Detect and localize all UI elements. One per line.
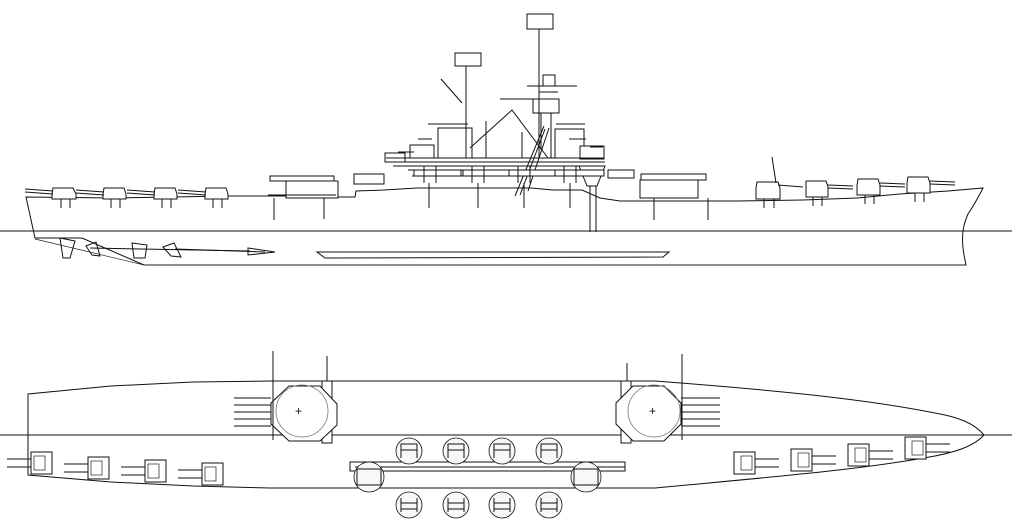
profile-propeller-group bbox=[35, 237, 276, 259]
plan-deck-outline bbox=[27, 380, 985, 489]
profile-lower-hull-line bbox=[34, 238, 966, 266]
plan-deck-mounts bbox=[353, 437, 602, 519]
profile-forward-platform bbox=[607, 169, 709, 220]
profile-superstructure bbox=[384, 13, 606, 232]
svg-text:+: + bbox=[295, 404, 302, 418]
plan-aft-secondary-turrets bbox=[7, 451, 224, 486]
profile-forward-turrets bbox=[755, 156, 956, 208]
svg-text:+: + bbox=[649, 404, 656, 418]
plan-view: + + bbox=[7, 351, 985, 519]
profile-hull-outline bbox=[25, 187, 984, 266]
profile-view bbox=[24, 13, 984, 266]
plan-forward-secondary-turrets bbox=[733, 436, 950, 475]
profile-midship-mounts bbox=[413, 166, 605, 208]
plan-center-deck bbox=[349, 461, 626, 472]
profile-bilge-keel bbox=[315, 251, 671, 259]
plan-main-turrets: + + bbox=[234, 351, 720, 442]
profile-aft-platform bbox=[268, 173, 385, 220]
profile-aft-turrets bbox=[24, 187, 229, 208]
